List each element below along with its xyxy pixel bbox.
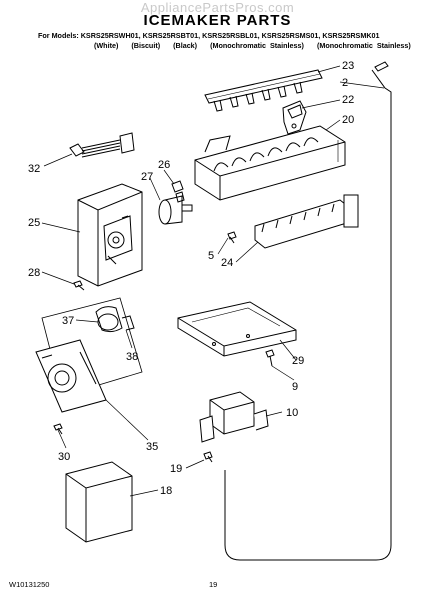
callout-2: 2 [342, 77, 348, 89]
part-29-cover [177, 301, 297, 357]
callout-29: 29 [292, 355, 304, 367]
page-title: ICEMAKER PARTS [143, 12, 292, 29]
color-label: (Monochromatic Stainless) [316, 41, 411, 50]
part-23-ejector [204, 69, 323, 112]
part-10-water-valve [199, 391, 269, 443]
leader-lines [41, 65, 385, 497]
part-27-shaft [158, 195, 193, 225]
color-label: (Black) [173, 41, 198, 50]
callout-18: 18 [160, 485, 172, 497]
callout-10: 10 [286, 407, 298, 419]
part-5-screw [227, 231, 237, 244]
color-label: (Biscuit) [131, 41, 161, 50]
part-2-fill-tube [224, 61, 392, 561]
callout-22: 22 [342, 94, 354, 106]
color-label: (White) [94, 41, 119, 50]
callout-30: 30 [58, 451, 70, 463]
callout-26: 26 [158, 159, 170, 171]
part-9-screw [265, 349, 275, 367]
color-label: (Monochromatic Stainless) [210, 41, 304, 50]
callout-20: 20 [342, 114, 354, 126]
callout-19: 19 [170, 463, 182, 475]
callout-32: 32 [28, 163, 40, 175]
part-20-ice-mold [194, 125, 346, 201]
callout-9: 9 [292, 381, 298, 393]
part-22-bracket [282, 100, 307, 135]
callout-23: 23 [342, 60, 354, 72]
callout-5: 5 [208, 250, 214, 262]
part-35-motor-assembly [35, 297, 143, 413]
part-28-screw [73, 280, 85, 291]
callout-27: 27 [141, 171, 153, 183]
callout-38: 38 [126, 351, 138, 363]
page-number: 19 [209, 580, 218, 589]
part-18-cover [65, 461, 133, 543]
document-number: W10131250 [9, 580, 50, 589]
model-colors: (White) (Biscuit) (Black) (Monochromatic… [94, 41, 420, 50]
callout-25: 25 [28, 217, 40, 229]
callout-28: 28 [28, 267, 40, 279]
part-24-ejector-blade [254, 194, 359, 249]
part-30-screw [53, 423, 63, 435]
models-line: For Models: KSRS25RSWH01, KSRS25RSBT01, … [38, 31, 380, 40]
callout-24: 24 [221, 257, 233, 269]
part-25-housing [77, 183, 143, 287]
callout-37: 37 [62, 315, 74, 327]
part-19-screw [203, 451, 213, 463]
callouts: 23 2 22 20 32 26 27 25 5 24 28 37 38 29 … [28, 60, 354, 497]
callout-35: 35 [146, 441, 158, 453]
part-32-wire-harness [69, 132, 135, 158]
watermark: AppliancePartsPros.com [140, 0, 295, 15]
